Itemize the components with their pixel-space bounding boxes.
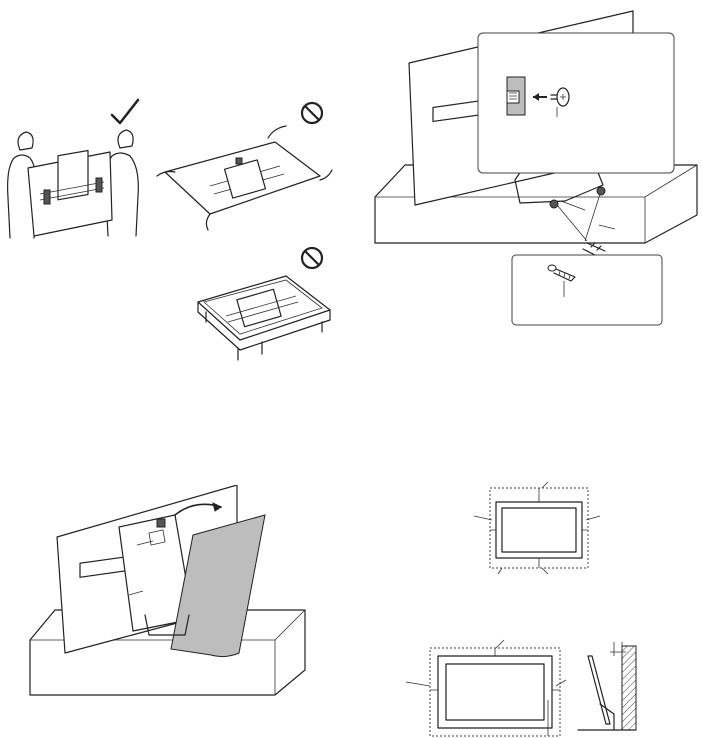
installation-clearance-figure: [400, 470, 702, 739]
checkmark-icon: [112, 100, 138, 123]
carry-tv-figure: [0, 90, 350, 370]
carry-tv-illustration: [0, 90, 350, 370]
remove-back-cover-illustration: [25, 485, 345, 735]
stand-front-view: [474, 482, 600, 574]
wall-screw: [583, 243, 605, 255]
people-carrying-tv: [8, 130, 139, 238]
remove-back-cover-figure: [25, 485, 345, 735]
wall-mount-front-view: [406, 640, 566, 736]
prohibition-icon: [302, 103, 322, 123]
prohibition-icon: [302, 248, 322, 268]
tv-held-flat: [157, 126, 332, 230]
wall-fastening-figure: [365, 5, 702, 335]
tv-on-table: [198, 276, 330, 360]
wall-mount-side-view: [578, 642, 636, 730]
bracket-screw-detail: [478, 33, 674, 173]
wall-fastening-illustration: [365, 5, 702, 335]
wood-screw-detail: [512, 255, 662, 325]
installation-clearance-illustration: [400, 470, 702, 739]
